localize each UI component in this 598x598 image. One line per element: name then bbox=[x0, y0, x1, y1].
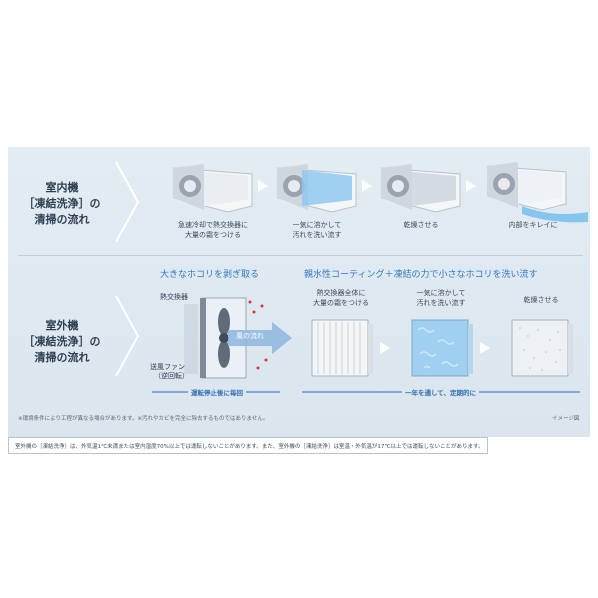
indoor-step4-caption: 内部をキレイに bbox=[488, 220, 578, 230]
indoor-unit-clean-image bbox=[487, 162, 588, 223]
caption-line: 乾燥させる bbox=[403, 221, 439, 229]
caption-line: 汚れを洗い流す bbox=[292, 231, 342, 239]
step-arrow-icon bbox=[466, 180, 476, 192]
outdoor-step1-caption: 熱交換器全体に 大量の霜をつける bbox=[296, 288, 386, 308]
step-arrow-icon bbox=[380, 342, 390, 354]
caption-line: 汚れを洗い流す bbox=[416, 299, 466, 307]
indoor-title-line2: ［凍結洗浄］の bbox=[23, 197, 101, 210]
indoor-step3-caption: 乾燥させる bbox=[376, 220, 466, 230]
outdoor-step3-caption: 乾燥させる bbox=[496, 295, 586, 305]
indoor-title-line3: 清掃の流れ bbox=[34, 213, 90, 226]
step-arrow-icon bbox=[480, 342, 490, 354]
caption-line: 一気に溶かして bbox=[292, 221, 342, 229]
step-arrow-icon bbox=[362, 180, 372, 192]
outdoor-unit-frosting-image bbox=[311, 319, 373, 377]
indoor-unit-melting-image bbox=[277, 164, 357, 213]
caption-line: 乾燥させる bbox=[523, 296, 559, 304]
indoor-step2-caption: 一気に溶かして 汚れを洗い流す bbox=[272, 220, 362, 240]
caption-line: 一気に溶かして bbox=[416, 289, 466, 297]
caption-line: 熱交換器全体に bbox=[316, 289, 366, 297]
indoor-unit-drying-image bbox=[381, 164, 461, 213]
under-left-label: 運転停止後に毎回 bbox=[188, 387, 246, 397]
footer-notice-text: 室外機の［凍結洗浄］は、外気温1℃未満または室内湿度70%以上では運転しないこと… bbox=[15, 444, 484, 450]
disclaimer-note: ※環境条件により工程が異なる場合があります。※汚れやカビを完全に除去するものでは… bbox=[18, 416, 269, 422]
caption-line: 大量の霜をつける bbox=[185, 231, 241, 239]
outdoor-heading-right: 親水性コーティング＋凍結の力で小さなホコリを洗い流す bbox=[304, 270, 538, 280]
outdoor-title-line3: 清掃の流れ bbox=[34, 351, 90, 364]
indoor-title: 室内機 ［凍結洗浄］の 清掃の流れ bbox=[12, 180, 112, 228]
caption-line: 内部をキレイに bbox=[508, 221, 558, 229]
outdoor-title: 室外機 ［凍結洗浄］の 清掃の流れ bbox=[12, 318, 112, 366]
outdoor-unit-melting-image bbox=[411, 319, 473, 377]
section-divider bbox=[18, 255, 583, 256]
outdoor-unit-drying-image bbox=[511, 319, 573, 377]
fan-label-line1: 送風ファン bbox=[150, 363, 185, 371]
indoor-chevron-icon bbox=[115, 161, 140, 243]
caption-line: 急速冷却で熱交換器に bbox=[178, 221, 248, 229]
outdoor-chevron-icon bbox=[115, 295, 140, 377]
indoor-title-line1: 室内機 bbox=[45, 181, 79, 194]
wind-flow-label: 風の流れ bbox=[236, 332, 264, 340]
outdoor-heading-left: 大きなホコリを剥ぎ取る bbox=[160, 270, 260, 280]
under-right-label: 一年を通して、定期的に bbox=[402, 387, 479, 397]
outdoor-fan-diagram bbox=[184, 297, 292, 379]
fan-label-line2: （逆回転） bbox=[154, 372, 189, 380]
outdoor-title-line1: 室外機 bbox=[45, 319, 79, 332]
outdoor-step2-caption: 一気に溶かして 汚れを洗い流す bbox=[396, 288, 486, 308]
indoor-unit-frosting-image bbox=[173, 164, 253, 213]
indoor-step1-caption: 急速冷却で熱交換器に 大量の霜をつける bbox=[168, 220, 258, 240]
outdoor-title-line2: ［凍結洗浄］の bbox=[23, 335, 101, 348]
footer-notice-box: 室外機の［凍結洗浄］は、外気温1℃未満または室内湿度70%以上では運転しないこと… bbox=[8, 437, 488, 454]
step-arrow-icon bbox=[258, 180, 268, 192]
heat-exchanger-label: 熱交換器 bbox=[160, 293, 188, 301]
caption-line: 大量の霜をつける bbox=[313, 299, 369, 307]
image-note: イメージ図 bbox=[552, 416, 580, 422]
